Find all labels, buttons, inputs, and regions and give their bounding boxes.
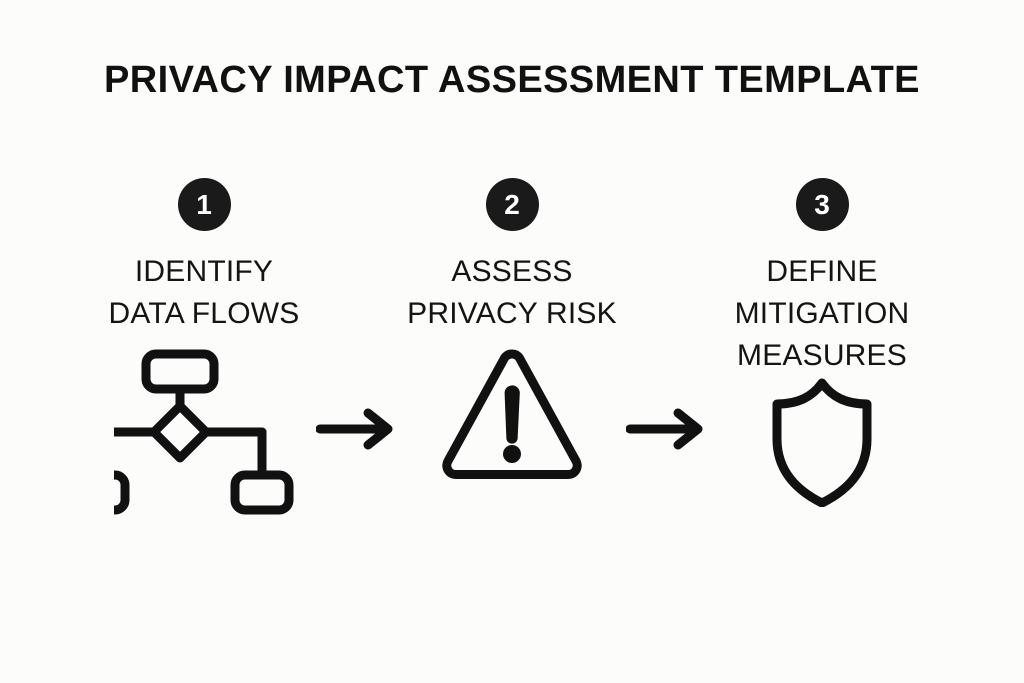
step-column-2: 2 ASSESS PRIVACY RISK bbox=[382, 178, 642, 483]
arrow-right-icon bbox=[315, 408, 393, 450]
arrow-right-icon bbox=[625, 408, 703, 450]
connector-arrow-2 bbox=[625, 408, 708, 455]
step-icon-wrapper-1 bbox=[74, 349, 334, 519]
step-label-2: ASSESS PRIVACY RISK bbox=[407, 255, 617, 330]
step-icon-wrapper-3 bbox=[692, 377, 952, 507]
warning-triangle-icon bbox=[442, 349, 582, 479]
step-number-badge-3: 3 bbox=[795, 178, 849, 231]
page-title: PRIVACY IMPACT ASSESSMENT TEMPLATE bbox=[104, 59, 920, 101]
step-label-3: DEFINE MITIGATION MEASURES bbox=[734, 255, 910, 372]
shield-icon bbox=[772, 378, 872, 507]
flowchart-icon bbox=[114, 349, 294, 515]
step-column-1: 1 IDENTIFY DATA FLOWS bbox=[74, 178, 334, 519]
step-icon-wrapper-2 bbox=[382, 349, 642, 483]
step-label-1: IDENTIFY DATA FLOWS bbox=[108, 255, 300, 330]
step-number-badge-1: 1 bbox=[177, 178, 231, 231]
connector-arrow-1 bbox=[315, 408, 398, 455]
step-column-3: 3 DEFINE MITIGATION MEASURES bbox=[692, 178, 952, 507]
step-number-badge-2: 2 bbox=[485, 178, 539, 231]
